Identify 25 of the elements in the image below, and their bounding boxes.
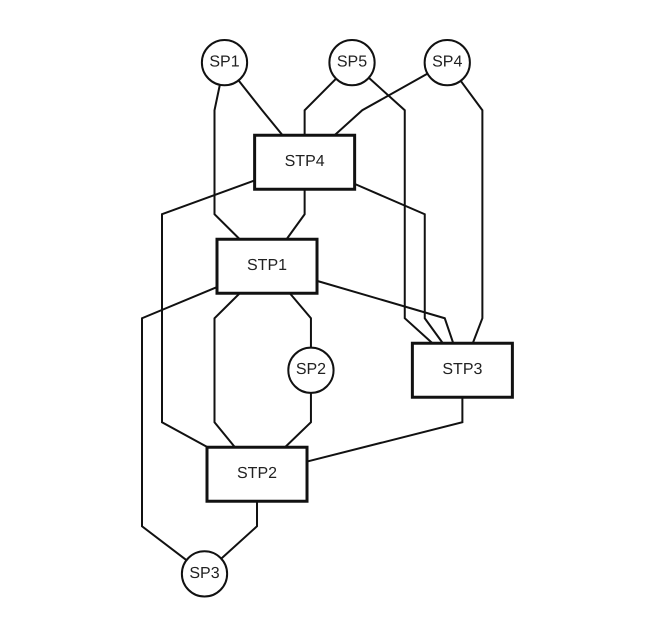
connector: [160, 179, 255, 448]
connector: [316, 280, 454, 344]
connector: [354, 182, 444, 344]
connector: [368, 76, 433, 344]
connector: [140, 286, 218, 561]
node-box: STP2: [205, 446, 308, 502]
node-box: STP1: [215, 238, 318, 294]
connector: [334, 72, 428, 136]
connector: [460, 80, 484, 344]
connector: [213, 292, 240, 448]
node-circle: SP5: [328, 38, 376, 86]
node-box: STP3: [410, 342, 514, 398]
node-circle: SP4: [423, 38, 471, 86]
connector: [288, 292, 312, 348]
node-box: STP4: [252, 134, 356, 190]
connector: [284, 392, 312, 448]
connector: [306, 397, 464, 462]
node-circle: SP1: [200, 38, 248, 86]
connector: [238, 80, 284, 136]
node-circle: SP2: [287, 346, 334, 394]
connector: [303, 78, 337, 135]
connector: [220, 500, 258, 560]
connector: [213, 84, 240, 240]
connector: [286, 189, 306, 240]
node-circle: SP3: [180, 550, 228, 598]
